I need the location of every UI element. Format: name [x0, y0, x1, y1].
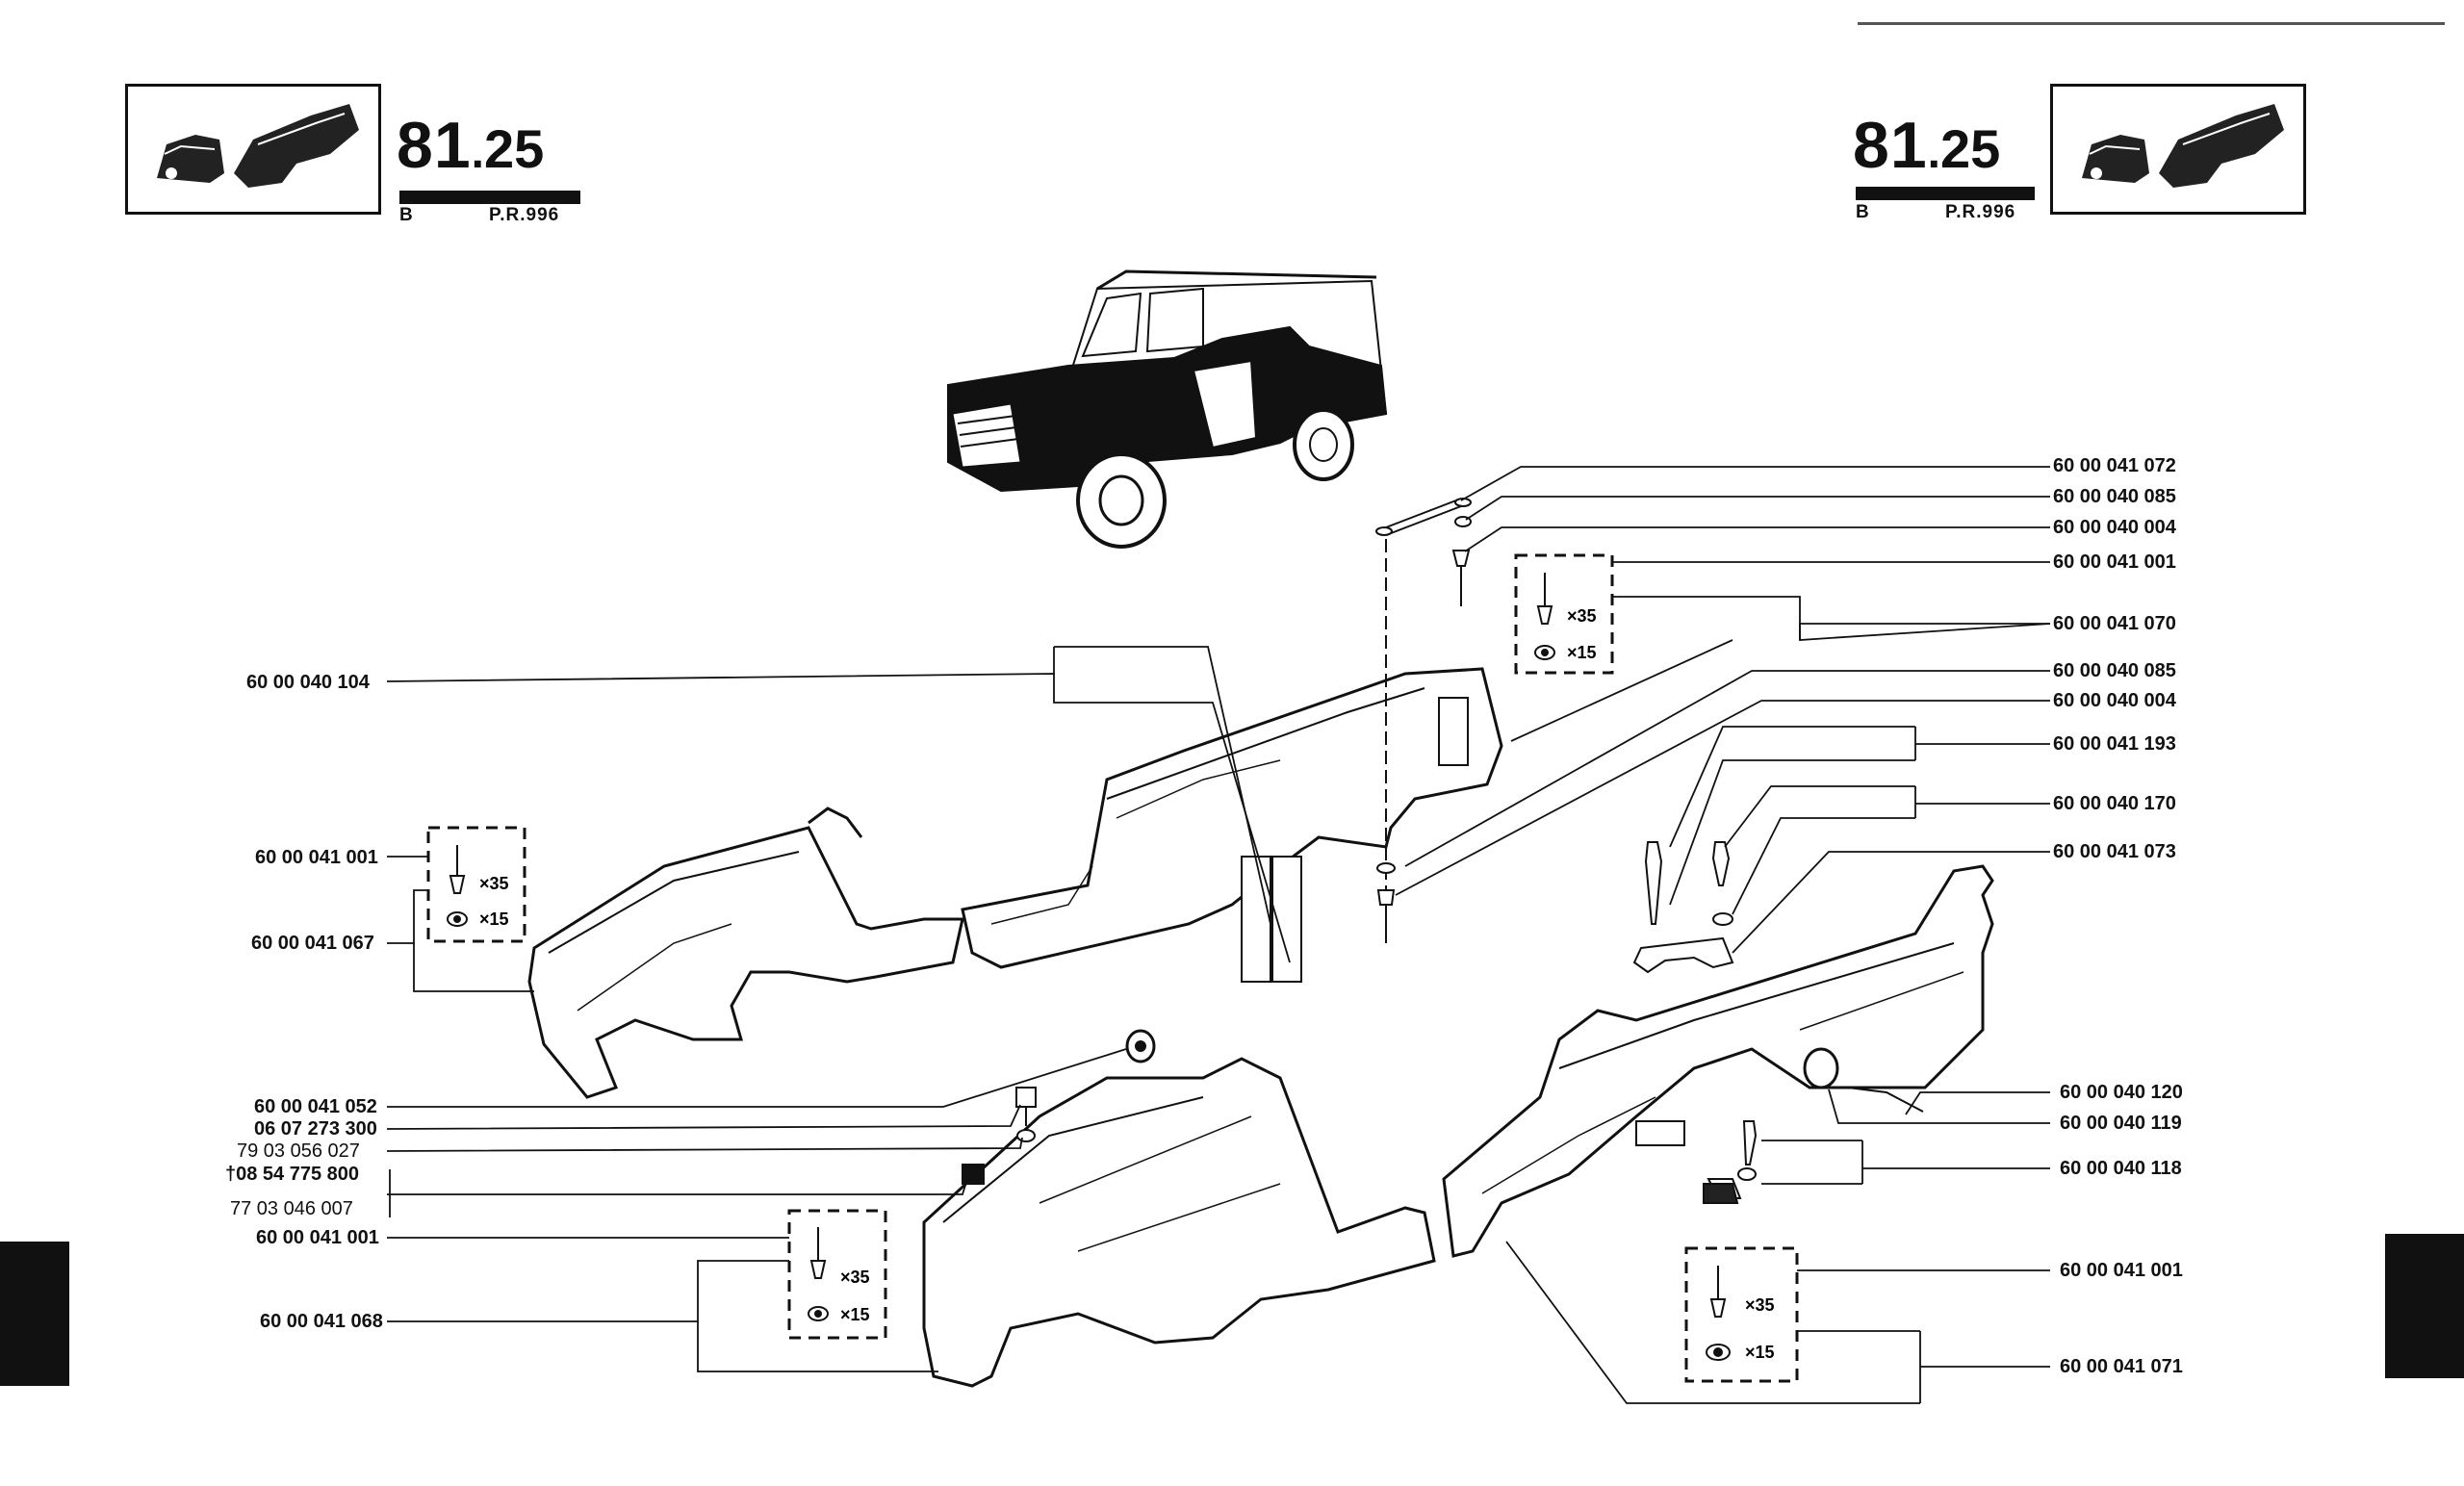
section-number-right: 81.25: [1853, 109, 2001, 182]
part-label: 60 00 041 068: [260, 1311, 383, 1332]
kit-fasteners: [447, 573, 1731, 1361]
hardware-parts: [962, 498, 1924, 1204]
fender-thumbnail-icon: [2082, 104, 2284, 188]
thumbnail-right: [2050, 84, 2306, 215]
part-label: 60 00 040 085: [2053, 486, 2176, 507]
part-label: 60 00 041 052: [254, 1096, 377, 1117]
part-label: 60 00 041 070: [2053, 613, 2176, 634]
part-label: 79 03 056 027: [237, 1140, 360, 1162]
section-number-left: 81.25: [397, 109, 545, 182]
qty-screw-4: ×35: [1745, 1295, 1775, 1315]
front-lower-panel: [922, 1057, 1436, 1388]
header-bar-left: [399, 191, 580, 204]
leader-lines: [386, 466, 2051, 1404]
part-label: 60 00 040 104: [246, 672, 370, 693]
ref-left: P.R.996: [489, 205, 560, 225]
part-label: 60 00 041 067: [251, 933, 374, 954]
top-rule: [1858, 22, 2445, 25]
variant-left: B: [399, 205, 414, 225]
part-label: 60 00 041 001: [2053, 551, 2176, 573]
vehicle-illustration: [947, 269, 1388, 549]
part-label: 60 00 041 001: [2060, 1260, 2183, 1281]
ref-right: P.R.996: [1945, 202, 2016, 222]
part-label: 60 00 040 085: [2053, 660, 2176, 681]
part-label: 60 00 040 120: [2060, 1082, 2183, 1103]
kit-boxes: [426, 553, 1799, 1383]
side-tab-left: [0, 1242, 69, 1386]
kit-quantities: ×35 ×15 ×35 ×15 ×35 ×15 ×35 ×15: [479, 606, 1775, 1362]
part-label: 60 00 041 073: [2053, 841, 2176, 862]
part-label: 60 00 040 118: [2060, 1158, 2182, 1179]
part-label: 60 00 040 170: [2053, 793, 2176, 814]
part-label: †08 54 775 800: [225, 1164, 360, 1185]
part-label: 60 00 041 001: [256, 1227, 379, 1248]
fender-thumbnail-icon: [157, 104, 359, 188]
part-label: 06 07 273 300: [254, 1118, 377, 1140]
part-label: 60 00 040 004: [2053, 690, 2176, 711]
part-label: 60 00 040 004: [2053, 517, 2176, 538]
variant-right: B: [1856, 202, 1870, 222]
side-tab-right: [2385, 1234, 2464, 1378]
part-label: 60 00 041 071: [2060, 1356, 2183, 1377]
part-label: 60 00 041 072: [2053, 455, 2176, 476]
rear-upper-panel: [527, 667, 1503, 1099]
qty-washer-3: ×15: [840, 1305, 870, 1324]
part-label: 60 00 041 193: [2053, 733, 2176, 755]
part-label: 77 03 046 007: [230, 1198, 353, 1219]
qty-washer-1: ×15: [1567, 643, 1597, 662]
part-label: 60 00 041 001: [255, 847, 378, 868]
qty-screw-3: ×35: [840, 1268, 870, 1287]
thumbnail-left: [125, 84, 381, 215]
qty-washer-2: ×15: [479, 910, 509, 929]
header-bar-right: [1856, 187, 2035, 200]
qty-screw-2: ×35: [479, 874, 509, 893]
rear-lower-panel: [1442, 864, 1994, 1258]
part-label: 60 00 040 119: [2060, 1113, 2182, 1134]
qty-screw-1: ×35: [1567, 606, 1597, 626]
qty-washer-4: ×15: [1745, 1343, 1775, 1362]
